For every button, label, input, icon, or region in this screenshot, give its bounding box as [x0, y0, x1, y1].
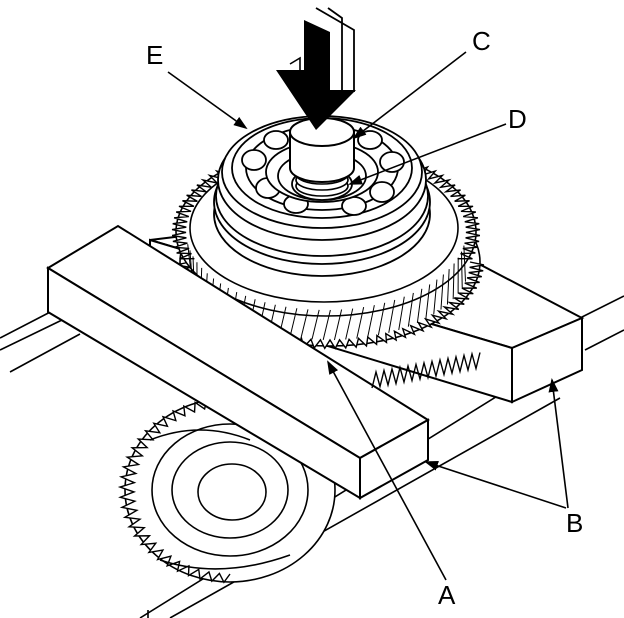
gear-teeth-below-bar	[371, 351, 481, 390]
support-bar-left	[46, 224, 430, 500]
callout-label-c: C	[472, 26, 491, 56]
callout-label-a: A	[438, 580, 456, 610]
press-attachment	[289, 117, 355, 183]
bearing-balls	[241, 130, 405, 216]
callout-label-b: B	[566, 508, 583, 538]
callout-leaders	[167, 51, 569, 581]
callout-label-d: D	[508, 104, 527, 134]
callout-label-e: E	[146, 40, 163, 70]
press-force-arrow	[276, 7, 356, 130]
